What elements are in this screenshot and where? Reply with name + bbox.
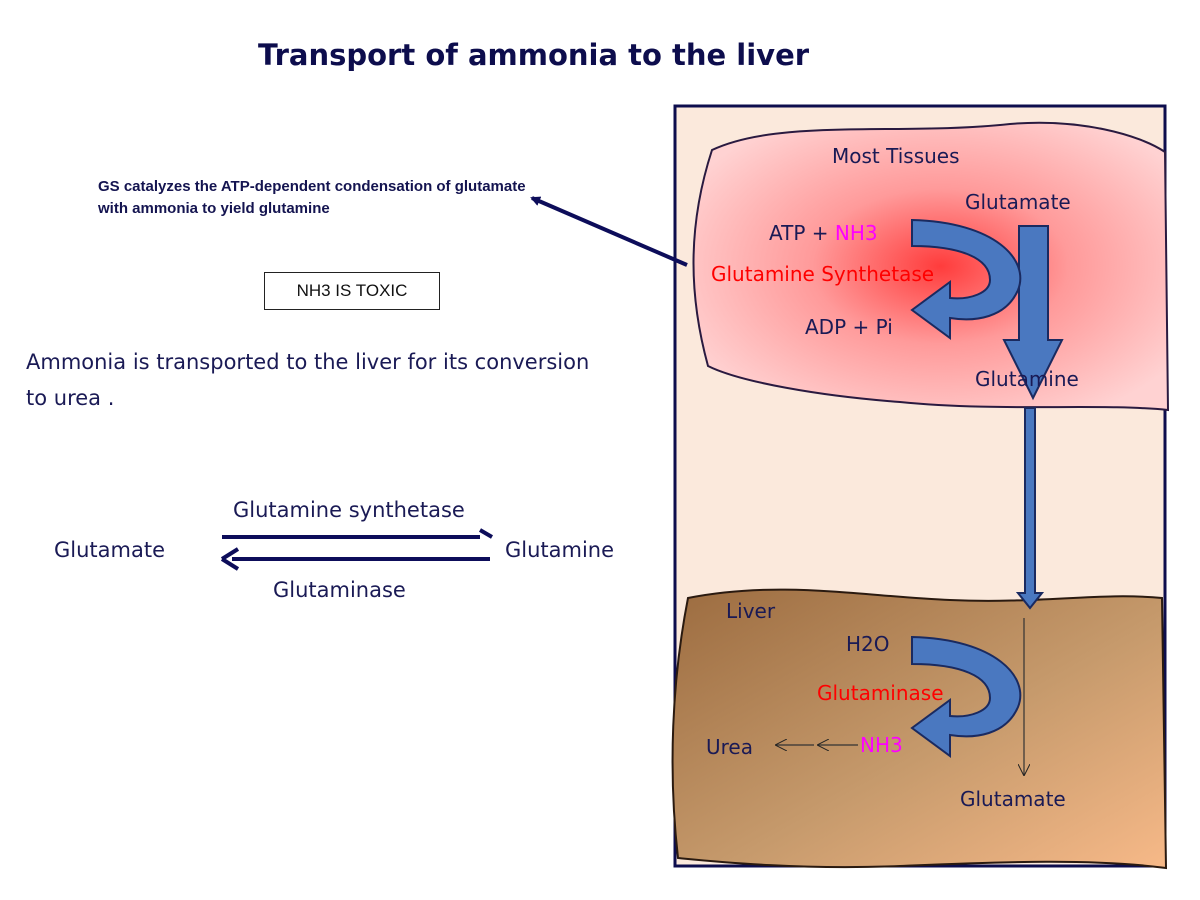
tissue-glutamate-label: Glutamate <box>965 190 1071 214</box>
glutamine-synthetase-label: Glutamine Synthetase <box>711 262 934 286</box>
liver-nh3-label: NH3 <box>860 733 903 757</box>
equation-bottom-enzyme: Glutaminase <box>273 578 406 602</box>
gs-description: GS catalyzes the ATP-dependent condensat… <box>98 176 526 220</box>
atp-curved-arrow <box>910 218 1022 340</box>
equation-left-glutamate: Glutamate <box>54 538 165 562</box>
gs-description-line-1: GS catalyzes the ATP-dependent condensat… <box>98 178 526 195</box>
gs-description-line-2: with ammonia to yield glutamine <box>98 200 330 217</box>
atp-label: ATP + <box>769 221 835 245</box>
liver-glutamate-label: Glutamate <box>960 787 1066 811</box>
atp-nh3-label: ATP + NH3 <box>769 221 878 245</box>
pointer-arrow <box>530 196 688 267</box>
tissue-nh3-label: NH3 <box>835 221 878 245</box>
h2o-curved-arrow <box>910 635 1022 758</box>
liver-label: Liver <box>726 599 776 623</box>
ammonia-text-line-2: to urea . <box>26 386 115 410</box>
tissue-glutamine-label: Glutamine <box>975 367 1079 391</box>
urea-label: Urea <box>706 735 753 759</box>
glutamate-to-glutamine-arrow <box>1002 225 1064 401</box>
most-tissues-label: Most Tissues <box>832 144 960 168</box>
transport-to-liver-arrow <box>1015 407 1045 610</box>
ammonia-transport-text: Ammonia is transported to the liver for … <box>26 344 589 416</box>
ammonia-text-line-1: Ammonia is transported to the liver for … <box>26 350 590 374</box>
nh3-toxic-box: NH3 IS TOXIC <box>264 272 440 310</box>
adp-pi-label: ADP + Pi <box>805 315 893 339</box>
most-tissues-region <box>692 121 1170 412</box>
equation-top-enzyme: Glutamine synthetase <box>233 498 465 522</box>
reverse-arrow-head <box>220 547 240 571</box>
slide-title: Transport of ammonia to the liver <box>258 38 810 72</box>
h2o-label: H2O <box>846 632 890 656</box>
forward-arrow-head <box>478 528 494 539</box>
glutaminase-label: Glutaminase <box>817 681 944 705</box>
equation-right-glutamine: Glutamine <box>505 538 615 562</box>
